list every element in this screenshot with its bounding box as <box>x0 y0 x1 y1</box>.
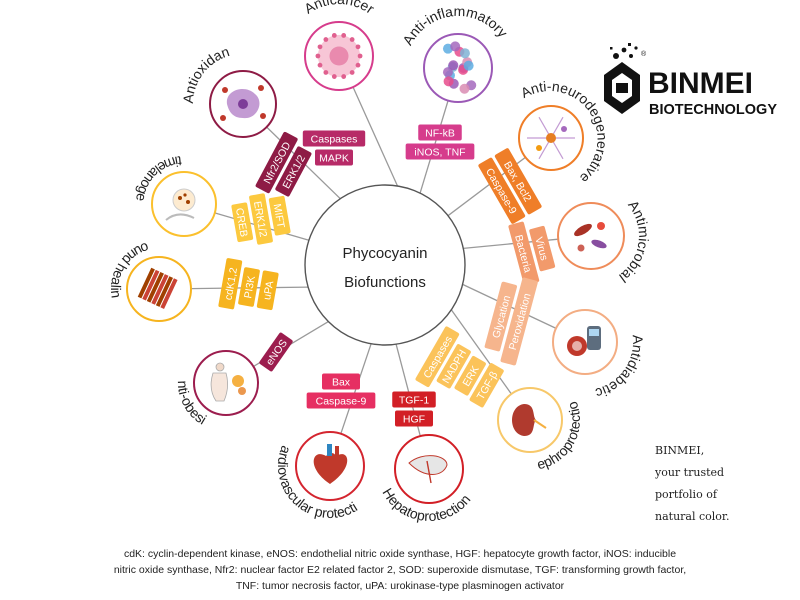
mechanism-label: cdK1,2 <box>223 267 241 301</box>
mechanism-box <box>306 392 376 409</box>
mechanism-box <box>415 326 460 388</box>
cancer-cell-icon <box>304 21 374 91</box>
mechanism-label: MIFT <box>271 203 287 230</box>
mechanism-group-anti-obesity: eNOS <box>259 332 293 372</box>
mechanism-box <box>302 130 366 147</box>
immune-cells-icon <box>423 33 493 103</box>
mechanism-label: PI3K <box>242 275 258 300</box>
mechanism-box <box>405 143 475 160</box>
mechanism-label: CREB <box>233 207 250 238</box>
tagline-line: portfolio of <box>655 488 717 501</box>
mechanism-box <box>508 221 540 286</box>
spoke-line-nephroprotection <box>450 309 512 395</box>
brand-subtitle: BIOTECHNOLOGY <box>649 101 777 118</box>
tagline-line: your trusted <box>655 466 725 479</box>
mechanism-box <box>275 146 312 197</box>
mechanism-box <box>322 373 360 390</box>
function-label-antioxidant: Antioxidant <box>0 0 231 104</box>
tagline-line: BINMEI, <box>655 444 705 457</box>
kidney-icon <box>497 387 563 453</box>
abbreviation-footnote: cdK: cyclin-dependent kinase, eNOS: endo… <box>60 546 740 594</box>
mechanism-group-anti-inflammatory: NF-kB iNOS, TNF <box>405 124 475 160</box>
function-label-antimelanogenic: Antimelanogenic <box>0 0 182 203</box>
mechanism-box <box>454 356 486 396</box>
neuron-icon <box>518 105 584 171</box>
microbe-icon <box>557 202 625 270</box>
mechanism-label: TGF-1 <box>399 395 429 407</box>
mechanism-label: Virus <box>532 236 550 262</box>
footnote-line: TNF: tumor necrosis factor, uPA: urokina… <box>235 580 565 592</box>
function-label-anticancer: Anticancer <box>301 0 377 17</box>
mechanism-label: Caspases <box>311 134 358 146</box>
footnote-line: cdK: cyclin-dependent kinase, eNOS: endo… <box>123 548 677 560</box>
brand-logo: ® BINMEI BIOTECHNOLOGY <box>604 43 777 118</box>
glucose-meter-icon <box>552 309 618 375</box>
mechanism-box <box>218 258 243 310</box>
heart-icon <box>295 431 365 501</box>
mechanism-label: Caspase-9 <box>316 396 367 408</box>
function-label-nephroprotection: Nephroprotection <box>0 0 583 472</box>
skin-tissue-icon <box>126 256 192 322</box>
mechanism-label: NF-kB <box>425 128 455 140</box>
mechanism-box <box>529 225 556 272</box>
mechanism-label: uPA <box>261 280 276 301</box>
footnote-line: nitric oxide synthase, Nfr2: nuclear fac… <box>113 564 687 576</box>
brand-name: BINMEI <box>648 67 753 100</box>
center-hub: Phycocyanin Biofunctions <box>304 184 466 346</box>
mechanism-box <box>255 131 298 194</box>
brand-tagline: BINMEI, your trusted portfolio of natura… <box>655 440 785 528</box>
mechanism-label: HGF <box>403 414 425 426</box>
binmei-logo-icon <box>604 43 640 114</box>
mechanism-box <box>484 281 517 352</box>
liver-icon <box>394 434 464 504</box>
center-title-line1: Phycocyanin <box>342 245 427 262</box>
center-title-line2: Biofunctions <box>344 274 426 291</box>
mechanism-box <box>231 202 254 243</box>
function-label-wound-healing: Wound healing <box>0 0 151 299</box>
mechanism-label: Bax <box>332 377 351 389</box>
spoke-line-anticancer <box>352 86 399 187</box>
mechanism-box <box>494 148 542 215</box>
mechanism-box <box>436 344 471 389</box>
mechanism-box <box>500 277 538 366</box>
mechanism-box <box>478 157 526 224</box>
mechanism-box <box>315 149 353 166</box>
mechanism-box <box>256 270 279 311</box>
mechanism-box <box>395 410 433 427</box>
mechanism-label: MAPK <box>319 153 349 165</box>
mechanism-box <box>249 193 273 245</box>
mechanism-box <box>259 332 293 372</box>
mechanism-box <box>268 195 291 236</box>
melanocyte-icon <box>151 171 217 237</box>
function-icons <box>126 21 625 504</box>
tagline-line: natural color. <box>655 510 730 523</box>
mechanism-label: iNOS, TNF <box>414 147 465 159</box>
oxidative-cell-icon <box>209 70 277 138</box>
body-fat-icon <box>193 350 259 416</box>
mechanism-box <box>392 391 436 408</box>
mechanism-box <box>418 124 462 141</box>
brand-registered: ® <box>641 50 647 58</box>
mechanism-box <box>238 267 260 307</box>
mechanism-box <box>469 363 504 408</box>
